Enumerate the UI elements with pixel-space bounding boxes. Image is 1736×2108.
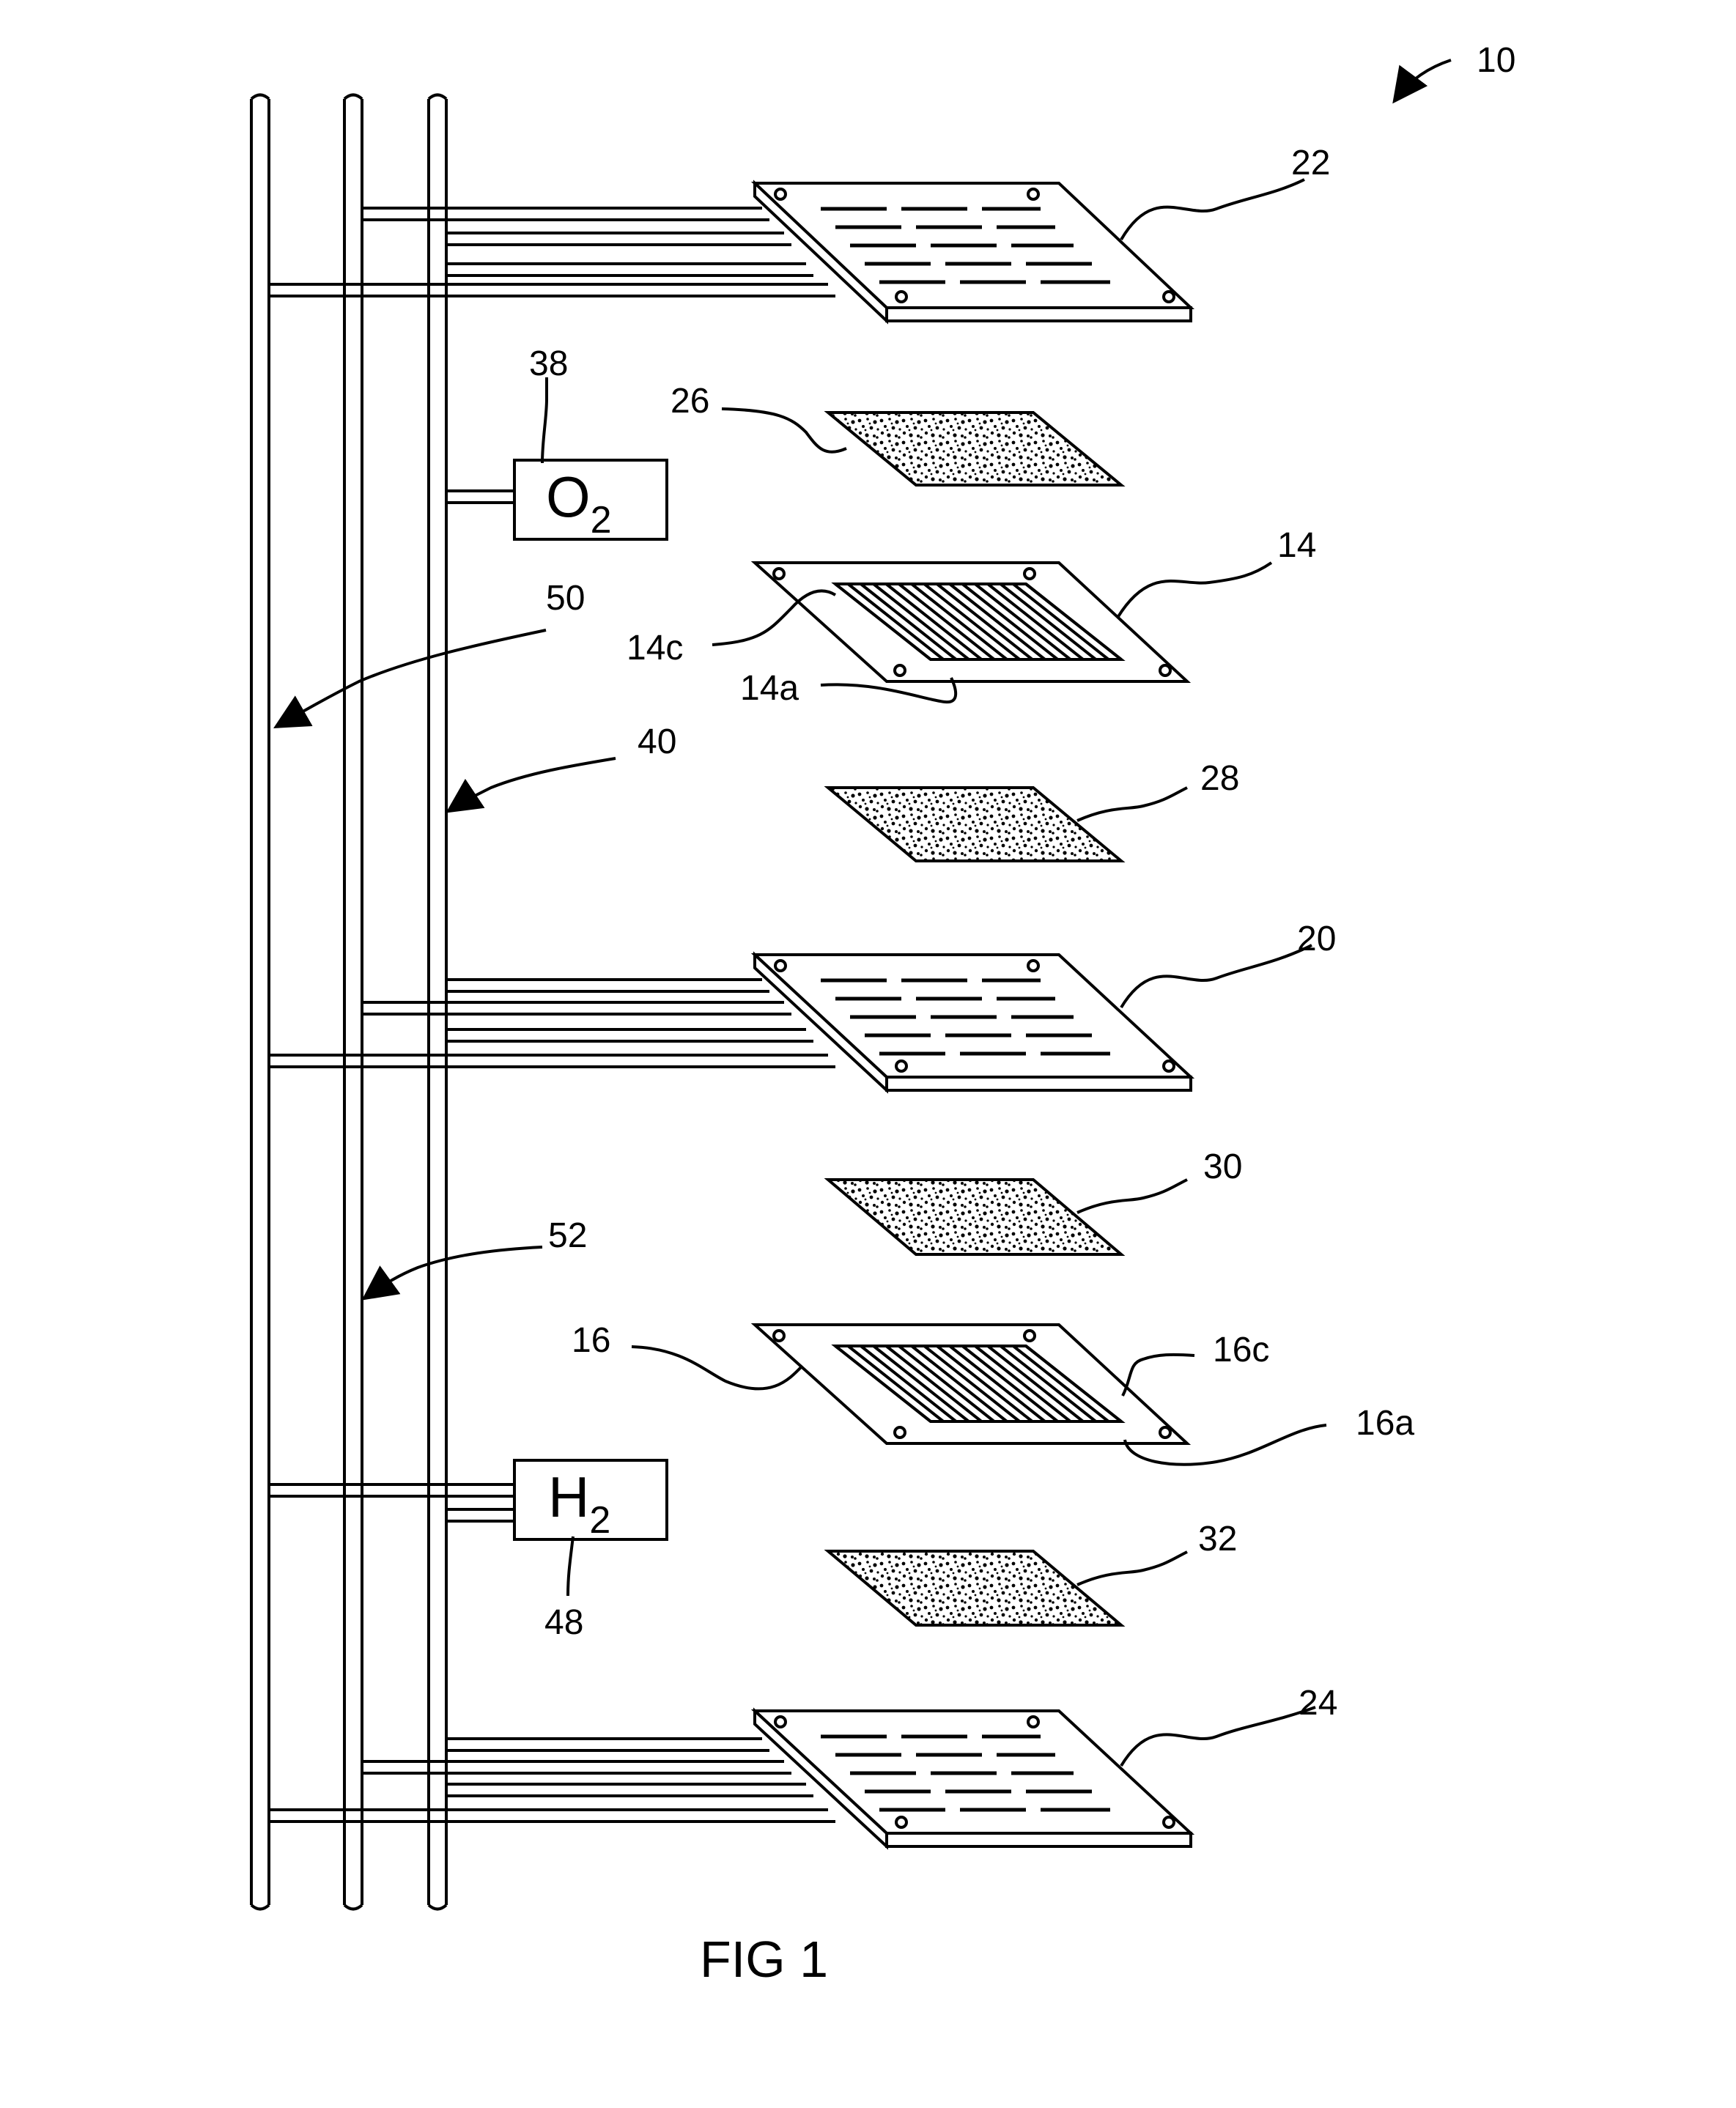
ref-14a: 14a: [740, 669, 799, 708]
leader-30: [1076, 1178, 1188, 1214]
diffusion-layer-26: [824, 411, 1126, 487]
diffusion-layers: [824, 411, 1126, 1627]
flow-channel-line: [910, 1345, 1008, 1423]
diffusion-layer-30: [824, 1178, 1126, 1256]
flow-channel-line: [936, 583, 1033, 661]
leader-16a: [1123, 1424, 1327, 1466]
leader-16c: [1121, 1353, 1195, 1397]
leader-48: [566, 1536, 575, 1597]
membrane-assembly-16: [750, 1323, 1192, 1445]
flow-channel-line: [1000, 583, 1097, 661]
leader-40: [446, 757, 616, 813]
ref-48: 48: [544, 1603, 583, 1642]
diffusion-layer-32: [824, 1550, 1126, 1627]
figure-caption: FIG 1: [700, 1931, 828, 1988]
end-plate-22: [750, 180, 1195, 325]
leader-38: [541, 377, 548, 464]
ref-16c: 16c: [1213, 1331, 1269, 1369]
bipolar-plate-20: [750, 951, 1195, 1094]
diffusion-layer-28: [824, 786, 1126, 862]
flow-channel-line: [961, 1345, 1059, 1423]
ref-50: 50: [546, 579, 585, 618]
leader-24: [1120, 1706, 1316, 1767]
flow-channel-line: [834, 583, 932, 661]
flow-channel-line: [961, 583, 1059, 661]
flow-channel-line: [974, 583, 1071, 661]
pipe-50: [250, 93, 270, 1911]
flow-channel-line: [986, 583, 1085, 661]
o2-label: O2: [546, 465, 612, 541]
leader-52: [361, 1246, 543, 1301]
flow-channel-line: [948, 583, 1046, 661]
leader-22: [1120, 178, 1305, 241]
ref-20: 20: [1297, 920, 1336, 958]
flow-channel-line: [923, 583, 1021, 661]
flow-channel-line: [885, 1345, 983, 1423]
flow-channel-line: [986, 1345, 1085, 1423]
reference-labels: 10 22 20 24 26 28 30 32 14 14c 14a 16 16…: [529, 41, 1515, 1988]
h2-source-box: H2: [513, 1459, 668, 1542]
flow-channel-line: [872, 1345, 970, 1423]
leader-10: [1392, 59, 1452, 104]
ref-30: 30: [1203, 1147, 1242, 1186]
flow-channel-line: [860, 583, 957, 661]
ref-26: 26: [671, 382, 709, 421]
ref-22: 22: [1291, 144, 1330, 182]
ref-40: 40: [638, 722, 676, 761]
flow-channel-line: [847, 1345, 945, 1423]
pipe-52: [343, 93, 363, 1911]
flow-channel-line: [872, 583, 970, 661]
flow-channel-line: [834, 1345, 932, 1423]
flow-channel-line: [1024, 1345, 1123, 1423]
flow-channel-line: [936, 1345, 1033, 1423]
flow-channel-line: [1012, 1345, 1109, 1423]
ref-16a: 16a: [1356, 1404, 1414, 1443]
leader-lines: [273, 59, 1452, 1767]
flow-channel-line: [1012, 583, 1109, 661]
flow-channel-line: [910, 583, 1008, 661]
branch-tubes: [269, 207, 835, 1823]
ref-14c: 14c: [627, 629, 683, 667]
flow-channel-line: [898, 583, 995, 661]
flow-channel-line: [885, 583, 983, 661]
ref-14: 14: [1277, 526, 1316, 565]
ref-10: 10: [1477, 41, 1515, 80]
flow-channel-line: [847, 583, 945, 661]
flow-channel-line: [860, 1345, 957, 1423]
leader-14: [1116, 561, 1273, 619]
leader-16: [631, 1345, 804, 1391]
flow-channel-line: [923, 1345, 1021, 1423]
flow-channel-line: [898, 1345, 995, 1423]
h2-label: H2: [548, 1465, 610, 1542]
leader-14a: [820, 677, 958, 704]
ref-16: 16: [572, 1321, 610, 1360]
ref-32: 32: [1198, 1520, 1237, 1558]
flow-channel-line: [1000, 1345, 1097, 1423]
o2-source-box: O2: [513, 459, 668, 541]
ref-28: 28: [1200, 759, 1239, 798]
membrane-assembly-14: [750, 561, 1192, 683]
end-plate-24: [750, 1707, 1195, 1850]
ref-24: 24: [1299, 1684, 1337, 1723]
leader-50: [273, 629, 547, 728]
leader-14c: [712, 589, 837, 646]
ref-38: 38: [529, 344, 568, 383]
leader-20: [1120, 944, 1312, 1009]
flow-channel-line: [974, 1345, 1071, 1423]
flow-channel-line: [948, 1345, 1046, 1423]
leader-32: [1076, 1550, 1188, 1586]
leader-26: [721, 407, 847, 454]
leader-28: [1076, 786, 1188, 822]
ref-52: 52: [548, 1216, 587, 1255]
flow-channel-line: [1024, 583, 1123, 661]
